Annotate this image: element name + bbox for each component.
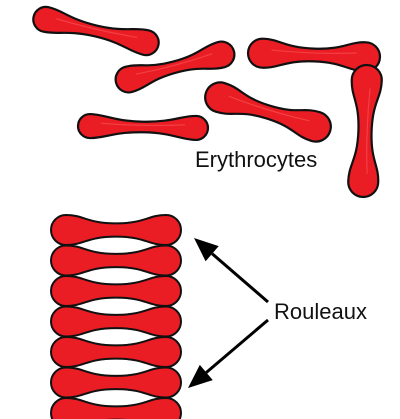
rouleaux-cell <box>50 366 182 399</box>
arrowhead <box>194 238 219 262</box>
rouleaux-cell <box>50 305 182 338</box>
rouleaux-cell <box>50 214 182 246</box>
scattered-erythrocytes <box>32 5 383 199</box>
arrowhead <box>188 364 213 388</box>
erythrocytes-label: Erythrocytes <box>195 147 317 172</box>
erythrocyte-cell <box>32 5 160 57</box>
rouleaux-cell <box>50 275 182 307</box>
rouleaux-arrows <box>188 238 269 388</box>
erythrocyte-cell <box>204 81 332 143</box>
rouleaux-arrow-lower <box>188 318 269 388</box>
rouleaux-stack <box>50 214 182 419</box>
rouleaux-cell <box>50 336 182 368</box>
erythrocyte-cell <box>114 40 236 94</box>
rouleaux-arrow-upper <box>194 238 269 304</box>
rouleaux-cell <box>50 244 182 277</box>
rouleaux-cell <box>50 397 182 419</box>
rouleaux-label: Rouleaux <box>274 299 367 324</box>
erythrocyte-cell <box>76 112 210 142</box>
erythrocyte-cell <box>347 63 383 199</box>
